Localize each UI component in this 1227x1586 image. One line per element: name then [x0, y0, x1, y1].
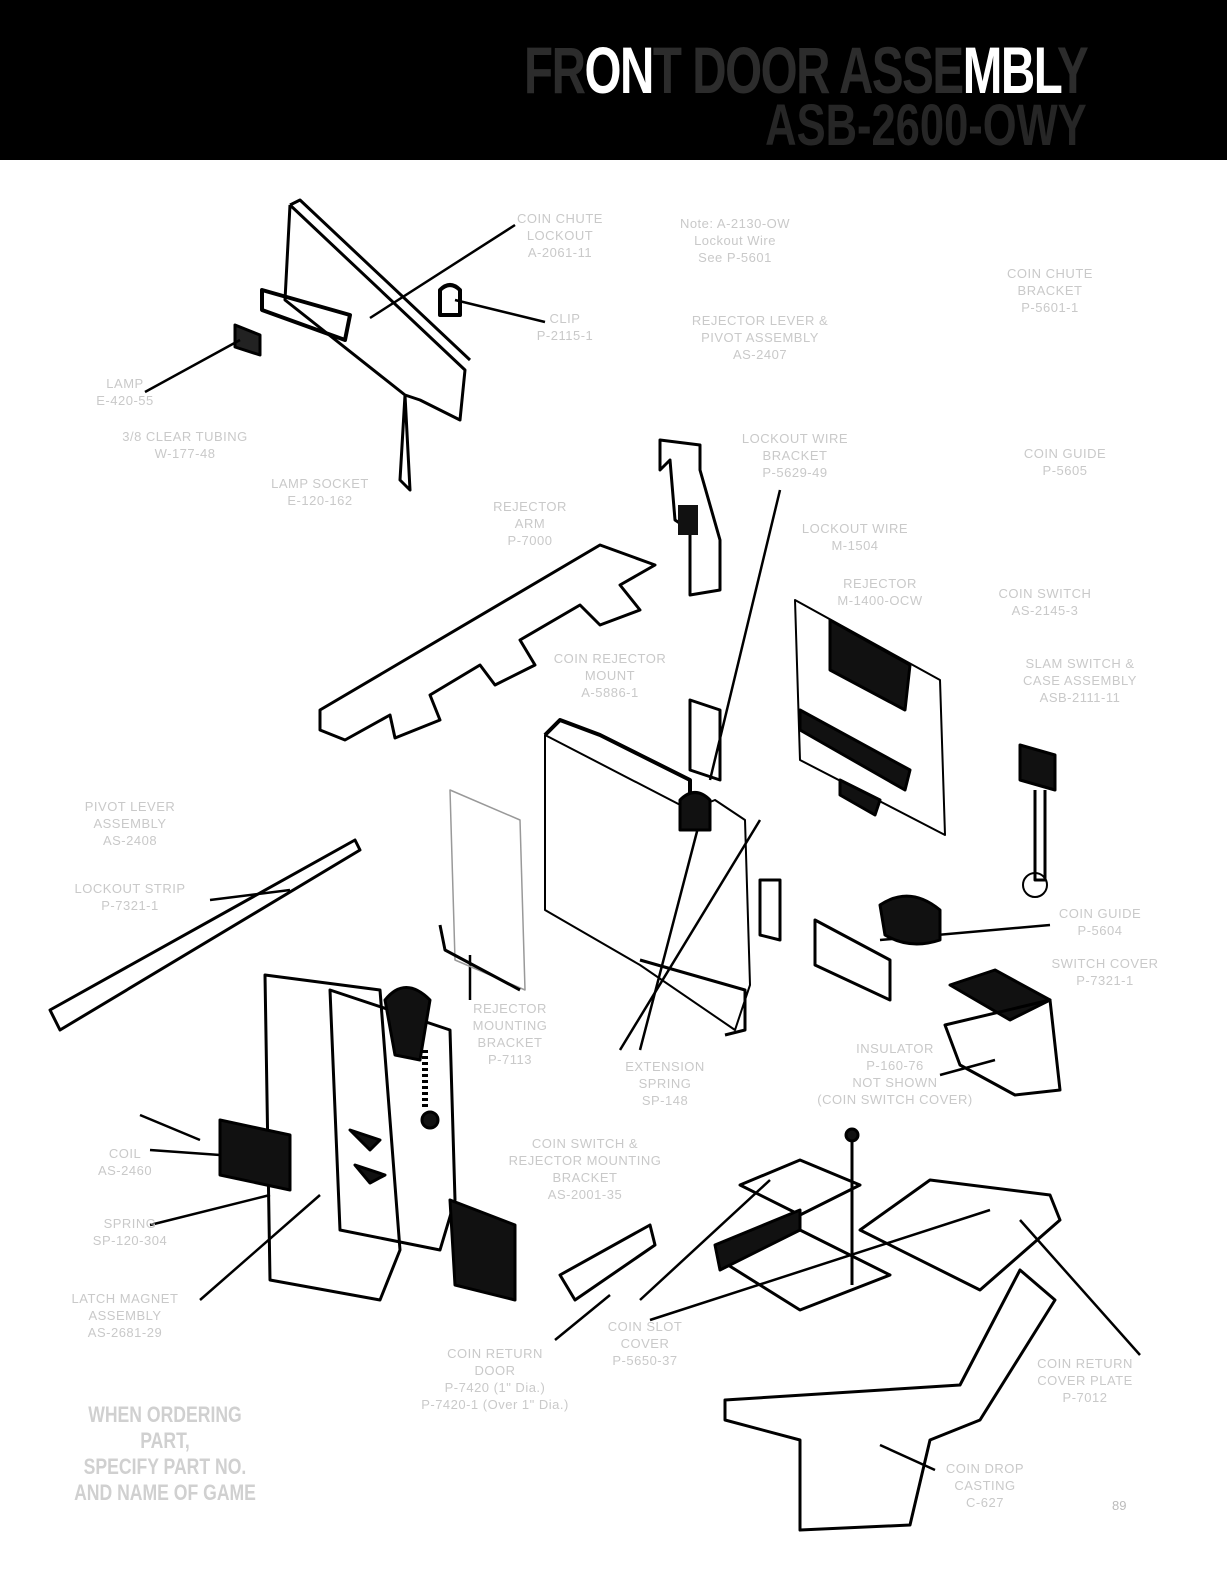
- label-lockout-wire-bracket: LOCKOUT WIRE BRACKET P-5629-49: [741, 431, 849, 480]
- label-rejector-mounting-bracket: REJECTOR MOUNTING BRACKET P-7113: [472, 1001, 548, 1067]
- label-lockout-wire: LOCKOUT WIRE M-1504: [801, 521, 909, 553]
- title-part: MBL: [962, 33, 1058, 107]
- label-coin-guide-top: COIN GUIDE P-5605: [1023, 446, 1107, 478]
- label-rejector-lever: REJECTOR LEVER & PIVOT ASSEMBLY AS-2407: [691, 313, 829, 362]
- coin-drop-casting-part: [713, 1127, 1062, 1532]
- rejector-mount-part: [543, 698, 751, 1037]
- title-part: T DOOR ASSE: [652, 33, 964, 107]
- label-coin-guide-bottom: COIN GUIDE P-5604: [1058, 906, 1142, 938]
- label-coin-slot-cover: COIN SLOT COVER P-5650-37: [607, 1319, 683, 1368]
- latch-assembly-part: [218, 973, 517, 1302]
- label-extension-spring: EXTENSION SPRING SP-148: [625, 1059, 705, 1108]
- rejector-arm-part: [318, 543, 657, 742]
- label-coil: COIL AS-2460: [97, 1146, 153, 1178]
- label-coin-switch-bracket: COIN SWITCH & REJECTOR MOUNTING BRACKET …: [508, 1136, 662, 1202]
- label-note: Note: A-2130-OW Lockout Wire See P-5601: [679, 216, 791, 265]
- label-insulator: INSULATOR P-160-76 NOT SHOWN (COIN SWITC…: [817, 1041, 973, 1107]
- label-lamp-socket: LAMP SOCKET E-120-162: [271, 476, 369, 508]
- label-coin-chute-bracket: COIN CHUTE BRACKET P-5601-1: [1007, 266, 1093, 315]
- coin-chute-lockout-part: [233, 198, 472, 492]
- label-latch-magnet: LATCH MAGNET ASSEMBLY AS-2681-29: [71, 1291, 179, 1340]
- coin-slot-cover-part: [558, 1223, 657, 1302]
- label-pivot-lever: PIVOT LEVER ASSEMBLY AS-2408: [84, 799, 176, 848]
- rejector-part: [794, 599, 946, 836]
- label-lockout-strip: LOCKOUT STRIP P-7321-1: [74, 881, 186, 913]
- label-rejector-arm: REJECTOR ARM P-7000: [493, 499, 567, 548]
- title-part: ON: [584, 33, 654, 107]
- label-spring: SPRING SP-120-304: [92, 1216, 168, 1248]
- label-rejector: REJECTOR M-1400-OCW: [837, 576, 923, 608]
- label-switch-cover: SWITCH COVER P-7321-1: [1051, 956, 1159, 988]
- ordering-note: WHEN ORDERING PART, SPECIFY PART NO. AND…: [74, 1402, 256, 1505]
- coin-switch-part: [758, 878, 1062, 1097]
- leader-lines: [139, 223, 1141, 1472]
- mounting-bracket-part: [438, 789, 526, 992]
- page-number: 89: [1112, 1498, 1127, 1513]
- label-tubing: 3/8 CLEAR TUBING W-177-48: [122, 429, 248, 461]
- title-part: FR: [523, 33, 586, 107]
- lockout-strip-part: [48, 838, 362, 1032]
- label-coin-switch: COIN SWITCH AS-2145-3: [998, 586, 1092, 618]
- title-banner: FRONT DOOR ASSEMBLY ASB-2600-OWY: [0, 0, 1227, 160]
- label-coin-chute-lockout: COIN CHUTE LOCKOUT A-2061-11: [517, 211, 603, 260]
- label-slam-switch: SLAM SWITCH & CASE ASSEMBLY ASB-2111-11: [1023, 656, 1137, 705]
- label-coin-rejector-mount: COIN REJECTOR MOUNT A-5886-1: [553, 651, 667, 700]
- label-coin-drop-casting: COIN DROP CASTING C-627: [945, 1461, 1025, 1510]
- label-clip: CLIP P-2115-1: [536, 311, 594, 343]
- title-part: Y: [1056, 33, 1089, 107]
- label-lamp: LAMP E-420-55: [96, 376, 154, 408]
- slam-switch-part: [1018, 743, 1057, 898]
- label-coin-return-door: COIN RETURN DOOR P-7420 (1" Dia.) P-7420…: [421, 1346, 569, 1412]
- rejector-lever-part: [658, 438, 722, 597]
- assembly-number: ASB-2600-OWY: [765, 93, 1087, 158]
- label-coin-return-cover: COIN RETURN COVER PLATE P-7012: [1037, 1356, 1133, 1405]
- page-title: FRONT DOOR ASSEMBLY: [523, 32, 1089, 108]
